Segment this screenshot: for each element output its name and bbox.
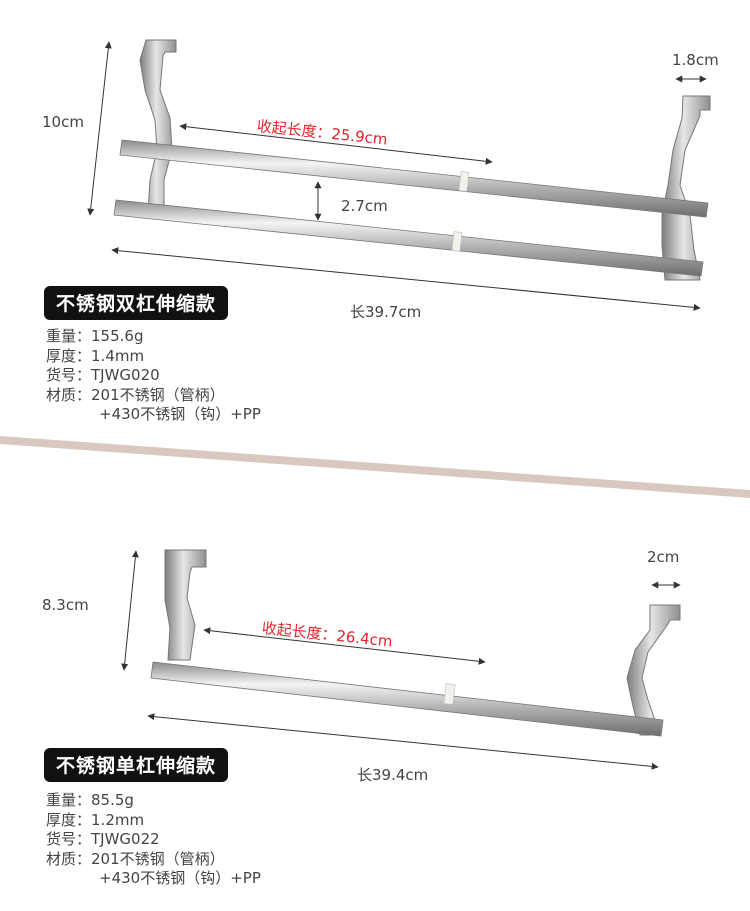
- upper-bar-joint: [458, 171, 470, 192]
- length-dimension-line: [111, 247, 701, 311]
- collapsed-dimension-line: [179, 123, 493, 165]
- spec-weight: 重量：85.5g: [46, 791, 134, 809]
- spec-thickness: 厚度：1.2mm: [46, 810, 145, 829]
- spec-sku: 货号：TJWG022: [46, 830, 160, 848]
- upper-bar: [119, 139, 709, 218]
- right-hook: [661, 95, 711, 281]
- spec-thickness: 厚度：1.4mm: [46, 346, 145, 365]
- height-label: 8.3cm: [42, 596, 89, 614]
- spec-weight: 重量：155.6g: [46, 327, 144, 345]
- single-bar: [150, 661, 664, 737]
- lower-bar: [113, 199, 704, 277]
- single-bar-joint: [443, 683, 456, 705]
- double-bar-rack: [87, 39, 711, 311]
- spec-material: 材质：201不锈钢（管柄）: [46, 849, 225, 868]
- bar-gap-label: 2.7cm: [341, 197, 388, 215]
- hook-width-label: 1.8cm: [672, 51, 719, 69]
- single-bar-rack: [121, 549, 681, 770]
- collapsed-dimension-line: [203, 627, 486, 665]
- spec-list: 重量：155.6g 厚度：1.4mm 货号：TJWG020 材质：201不锈钢（…: [46, 327, 261, 425]
- total-length-label: 长39.7cm: [350, 303, 422, 321]
- section-divider: [0, 436, 750, 498]
- height-dimension-line: [121, 550, 139, 671]
- spec-material-extra: +430不锈钢（钩）+PP: [99, 405, 261, 423]
- height-dimension-line: [87, 41, 112, 216]
- total-length-label: 长39.4cm: [357, 766, 429, 784]
- spec-material-extra: +430不锈钢（钩）+PP: [99, 869, 261, 887]
- right-hook: [626, 604, 681, 736]
- spec-sku: 货号：TJWG020: [46, 366, 160, 384]
- lower-bar-joint: [451, 231, 463, 252]
- spec-material: 材质：201不锈钢（管柄）: [46, 385, 225, 404]
- product-title-badge: 不锈钢单杠伸缩款: [44, 748, 229, 782]
- length-dimension-line: [147, 713, 659, 770]
- spec-list: 重量：85.5g 厚度：1.2mm 货号：TJWG022 材质：201不锈钢（管…: [46, 791, 261, 889]
- left-hook: [139, 39, 177, 213]
- hook-width-label: 2cm: [647, 548, 680, 566]
- product-title-badge: 不锈钢双杠伸缩款: [44, 286, 229, 320]
- height-label: 10cm: [42, 113, 84, 131]
- left-hook: [164, 549, 207, 661]
